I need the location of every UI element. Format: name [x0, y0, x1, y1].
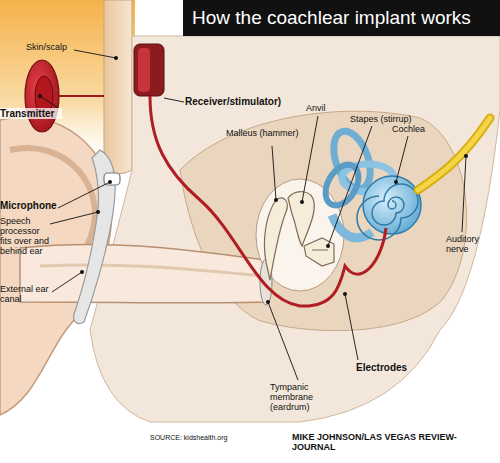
- leader-dot: [274, 198, 278, 202]
- stapes-detail: [312, 250, 328, 251]
- leader-line: [462, 156, 466, 232]
- auditory-nerve: [418, 118, 490, 190]
- leader-line: [58, 182, 110, 208]
- canal-shading: [40, 265, 262, 276]
- semicircular-canal: [319, 159, 365, 211]
- receiver-stimulator: [134, 44, 164, 96]
- leader-line: [328, 126, 372, 246]
- leader-line: [272, 146, 276, 200]
- semicircular-canal: [327, 126, 378, 193]
- leader-dot: [464, 154, 468, 158]
- part-label: Speech processor fits over and behind ea…: [0, 216, 52, 256]
- leader-dot: [108, 180, 112, 184]
- diagram-title: How the coachlear implant works: [192, 7, 471, 29]
- leader-dot: [114, 56, 118, 60]
- leader-line: [268, 302, 298, 380]
- part-label: Electrodes: [356, 362, 426, 373]
- electrode-wire: [150, 96, 386, 306]
- part-label: Transmitter: [0, 108, 62, 119]
- artist-credit: MIKE JOHNSON/LAS VEGAS REVIEW-JOURNAL: [292, 432, 500, 452]
- leader-dot: [326, 244, 330, 248]
- leader-line: [50, 212, 98, 224]
- receiver-highlight: [138, 48, 150, 92]
- part-label: Stapes (stirrup): [350, 114, 430, 124]
- part-label: Cochlea: [392, 124, 442, 134]
- leader-dot: [394, 180, 398, 184]
- leader-dot: [266, 300, 270, 304]
- cochlea-spiral: [357, 184, 418, 240]
- part-label: Receiver/stimulator): [185, 96, 295, 107]
- leader-dot: [80, 270, 84, 274]
- transmitter: [25, 60, 59, 132]
- middle-ear-cavity: [256, 179, 344, 291]
- cochlea: [363, 176, 421, 234]
- leader-line: [52, 272, 82, 292]
- leader-dot: [96, 210, 100, 214]
- leader-dot: [300, 200, 304, 204]
- title-banner: [183, 0, 500, 36]
- leader-line: [40, 96, 58, 108]
- part-label: Tympanic membrane (eardrum): [270, 382, 350, 412]
- leader-line: [302, 116, 318, 202]
- part-label: Microphone: [0, 200, 62, 211]
- source-credit: SOURCE: kidshealth.org: [150, 434, 270, 442]
- microphone: [104, 173, 120, 185]
- part-label: Auditory nerve: [446, 234, 494, 254]
- part-label: Anvil: [306, 103, 346, 113]
- leader-dot: [343, 292, 347, 296]
- anvil: [288, 192, 314, 246]
- leader-dots: [38, 56, 468, 304]
- part-label: External ear canal: [0, 284, 52, 304]
- leader-dot: [38, 94, 42, 98]
- malleus: [264, 198, 287, 280]
- leader-line: [74, 50, 116, 58]
- leader-line: [345, 294, 358, 360]
- transmitter-cable: [59, 95, 104, 97]
- ear-canal: [20, 245, 265, 303]
- leader-line: [164, 98, 184, 102]
- scalp-strip: [104, 0, 132, 174]
- leader-line: [396, 136, 408, 182]
- part-label: Malleus (hammer): [226, 128, 316, 138]
- skull-section: [90, 36, 500, 422]
- part-label: Skin/scalp: [26, 42, 86, 52]
- auditory-nerve-highlight: [418, 118, 490, 190]
- leader-lines: [40, 50, 466, 380]
